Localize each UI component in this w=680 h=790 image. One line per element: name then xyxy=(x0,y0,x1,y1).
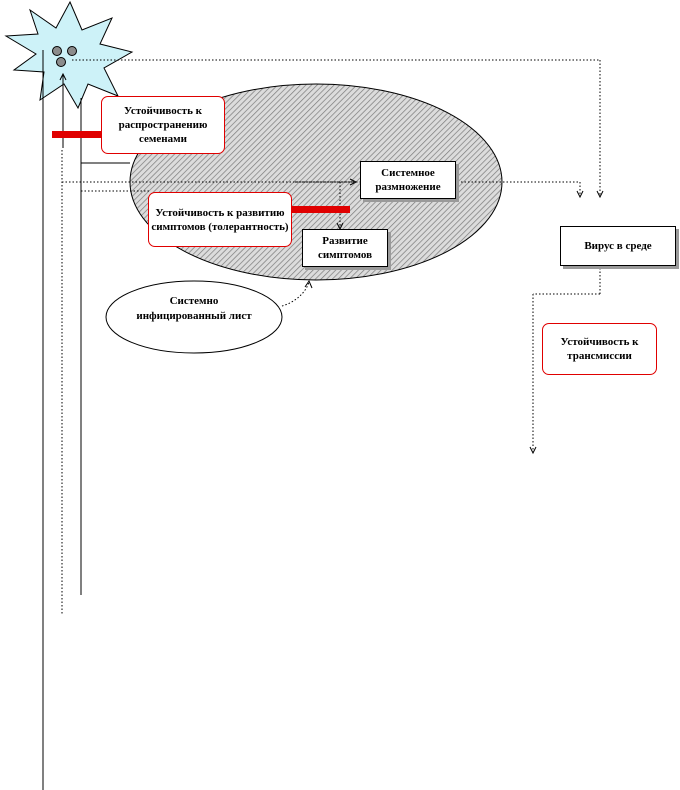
inhibitor-bar-symptoms xyxy=(290,206,350,213)
resistance-transmission-label: Устойчивость к трансмиссии xyxy=(560,336,639,362)
arrowhead xyxy=(596,190,604,199)
resistance-transmission-box: Устойчивость к трансмиссии xyxy=(542,323,657,375)
arrowhead xyxy=(576,190,584,199)
arrowhead xyxy=(304,279,313,289)
virus-particle xyxy=(52,46,62,56)
infected-leaf-label: Системно инфицированный лист xyxy=(136,295,252,322)
systemic-reproduction-box: Системное размножение xyxy=(360,161,456,199)
symptom-development-box: Развитие симптомов xyxy=(302,229,388,267)
arrowhead xyxy=(529,446,537,455)
virus-in-environment-label: Вирус в среде xyxy=(584,240,652,252)
resistance-spread-box: Устойчивость к распространению семенами xyxy=(101,96,225,154)
virus-in-environment-box: Вирус в среде xyxy=(560,226,676,266)
resistance-symptoms-label: Устойчивость к развитию симптомов (толер… xyxy=(151,206,289,233)
virus-particle xyxy=(67,46,77,56)
arrowhead xyxy=(349,178,358,186)
resistance-spread-label: Устойчивость к распространению семенами xyxy=(118,105,208,145)
infected-leaf-ellipse xyxy=(105,280,283,354)
arrow-to-star-head xyxy=(59,72,67,81)
systemic-reproduction-label: Системное размножение xyxy=(375,167,441,193)
symptom-development-label: Развитие симптомов xyxy=(317,235,373,261)
leaf-to-symptoms-curve xyxy=(281,281,310,307)
resistance-symptoms-box: Устойчивость к развитию симптомов (толер… xyxy=(148,192,292,247)
inhibitor-bar-spread xyxy=(52,131,104,138)
virus-particle xyxy=(56,57,66,67)
